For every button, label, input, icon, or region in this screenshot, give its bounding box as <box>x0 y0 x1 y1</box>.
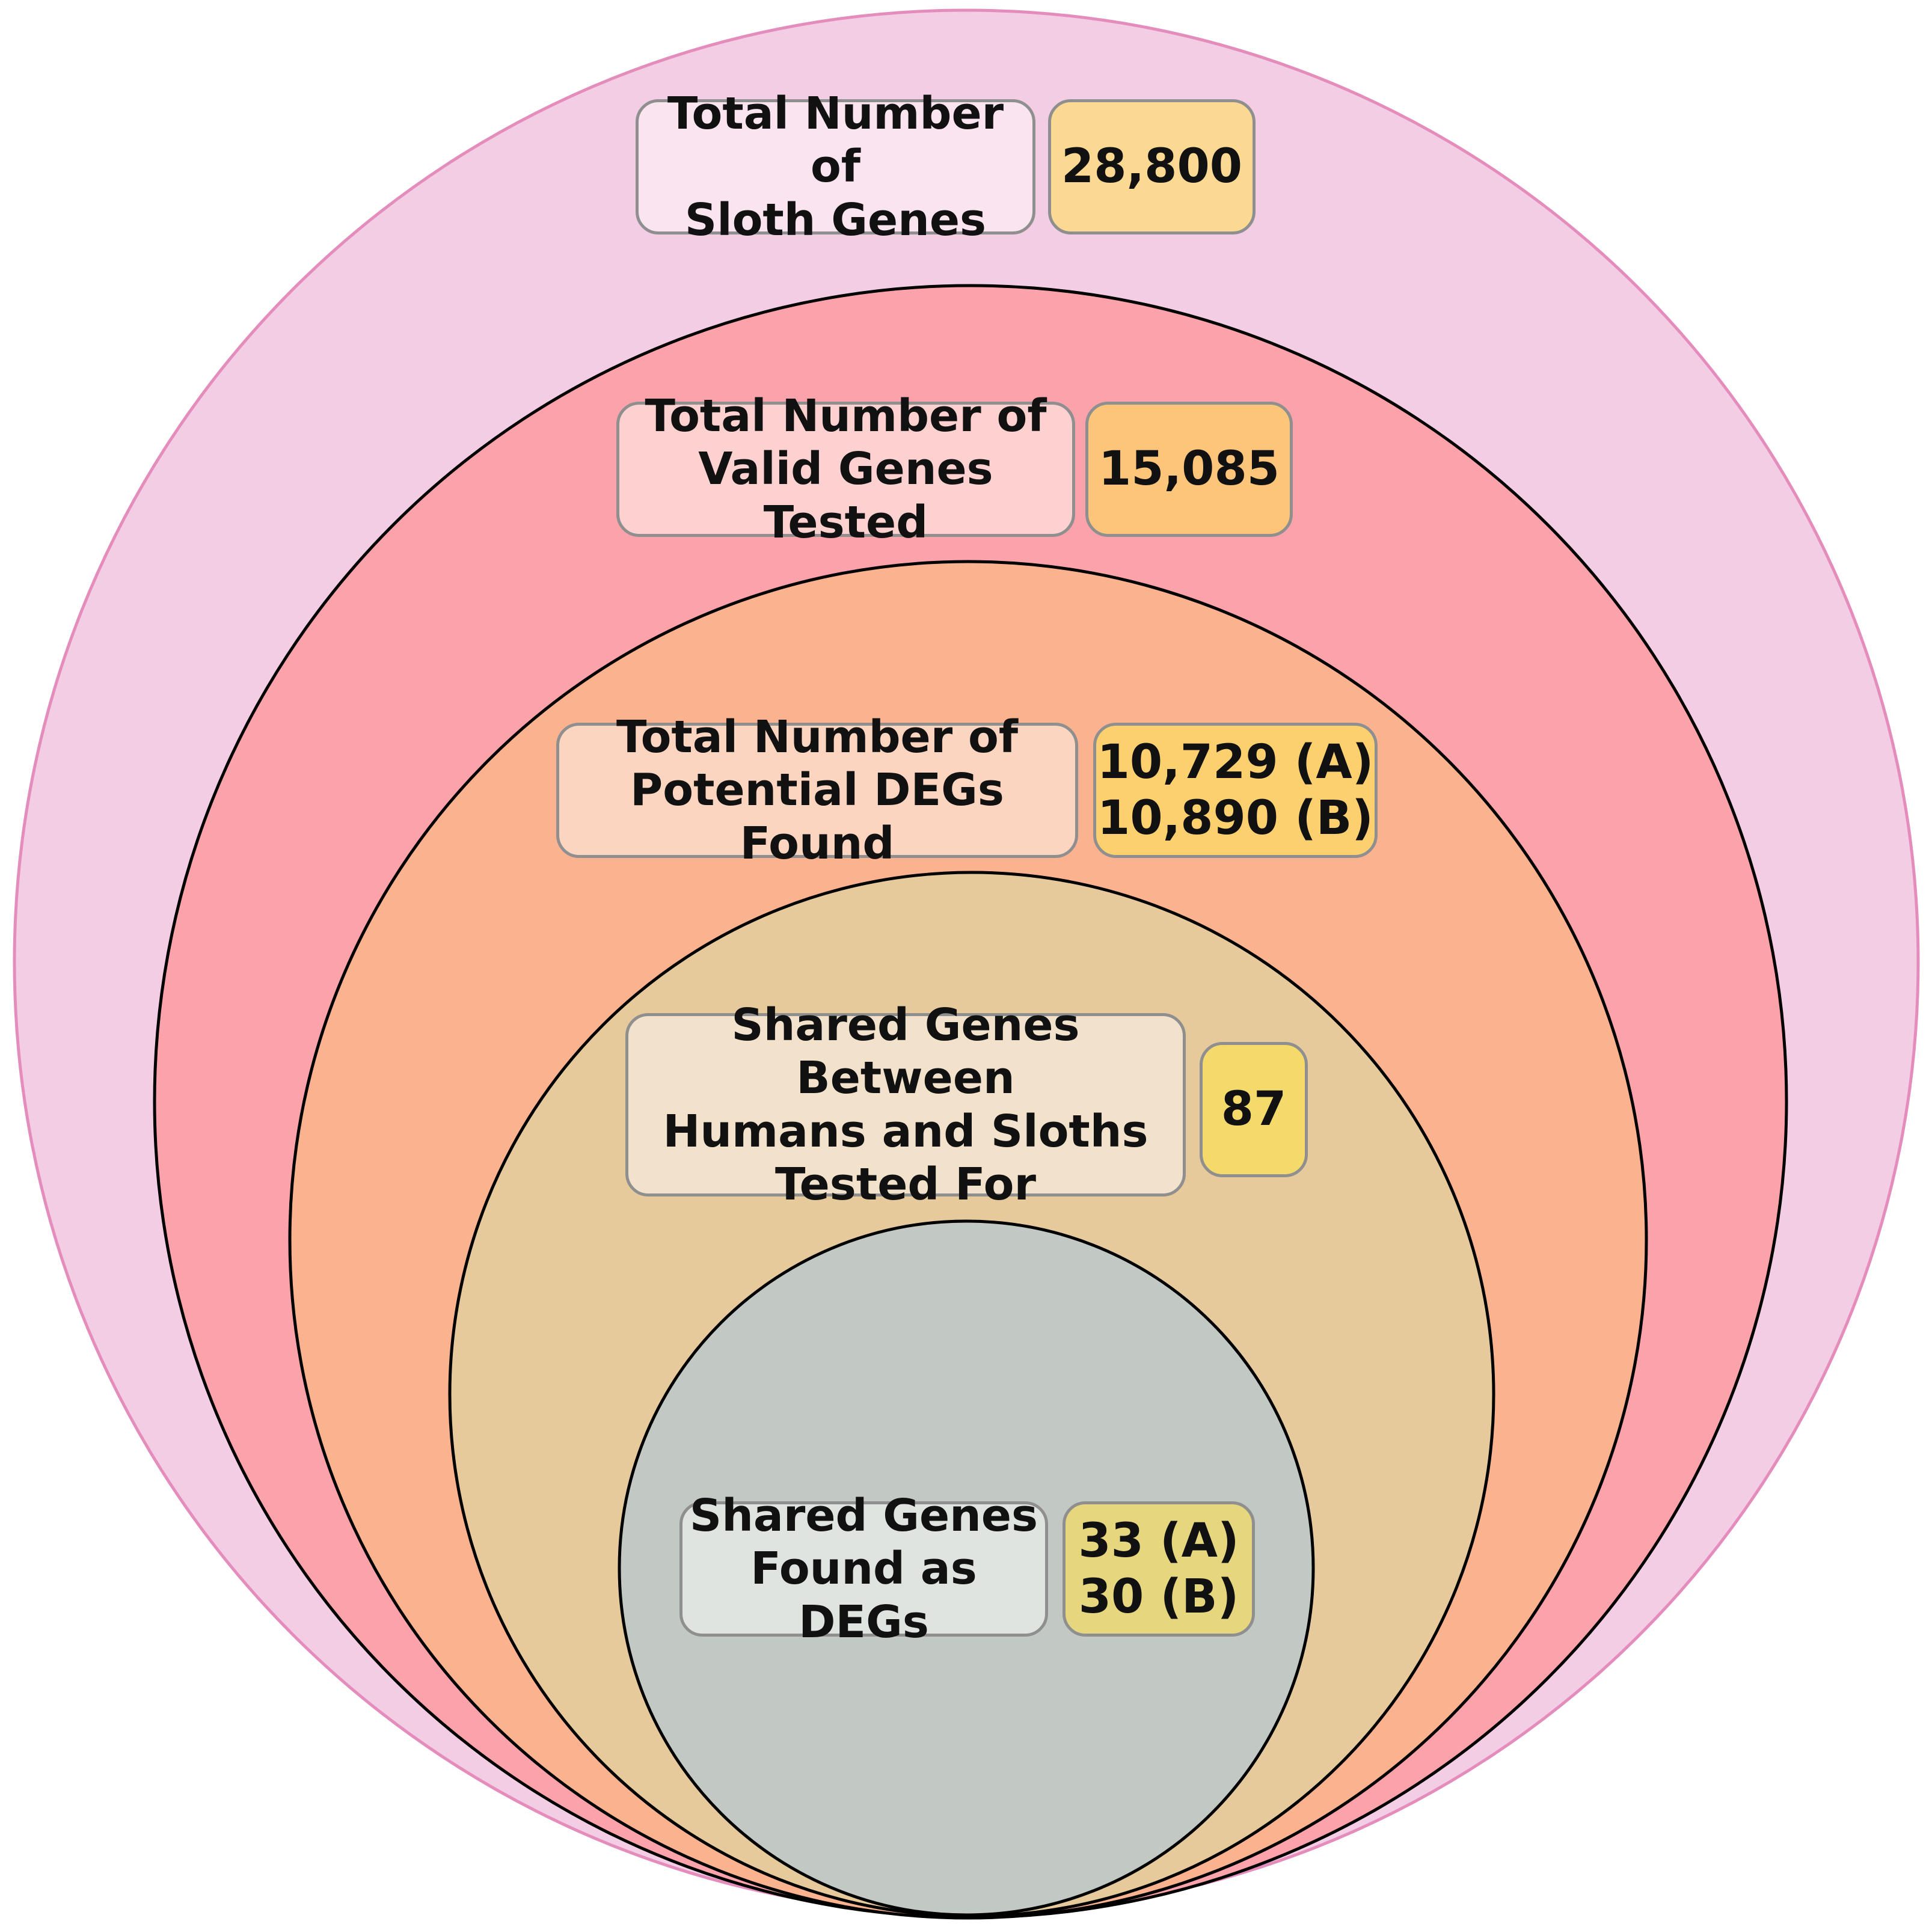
shared-degs-value: 33 (A) 30 (B) <box>1063 1501 1255 1637</box>
valid-genes-tested-label: Total Number of Valid Genes Tested <box>616 390 1075 548</box>
sloth-genes-label: Total Number of Sloth Genes <box>636 88 1035 246</box>
potential-degs-value: 10,729 (A) 10,890 (B) <box>1093 723 1378 858</box>
shared-genes-tested-value: 87 <box>1200 1042 1308 1177</box>
shared-degs-label: Shared Genes Found as DEGs <box>679 1490 1048 1648</box>
potential-degs-label: Total Number of Potential DEGs Found <box>556 711 1078 869</box>
sloth-genes-value: 28,800 <box>1048 99 1256 234</box>
shared-genes-tested-label: Shared Genes Between Humans and Sloths T… <box>625 999 1186 1210</box>
valid-genes-tested-value: 15,085 <box>1085 402 1293 537</box>
